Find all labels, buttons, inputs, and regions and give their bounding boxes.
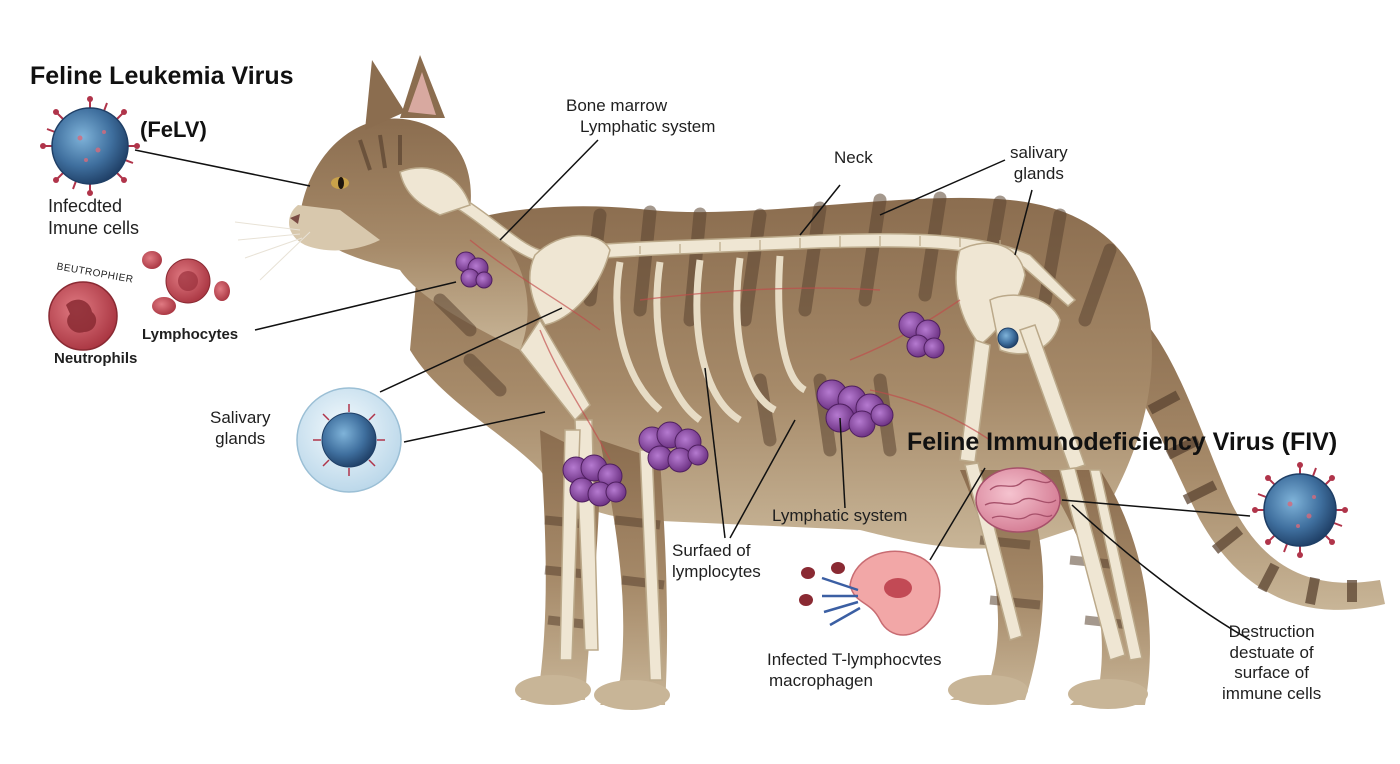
salivary-glands-left-label: Salivary glands — [210, 408, 271, 448]
blood-vessels — [469, 239, 991, 461]
neutrophils-label: Neutrophils — [54, 350, 138, 367]
brain-icon — [975, 467, 1061, 533]
felv-title: Feline Leukemia Virus — [30, 62, 294, 90]
fiv-virus-icon — [1252, 462, 1348, 558]
cat-body — [234, 55, 1385, 710]
infected-immune-cells-label: Infecdted Imune cells — [48, 196, 140, 238]
lymphocyte-cell-icon — [142, 251, 230, 315]
neutrophil-cell-icon — [48, 281, 118, 351]
lymphatic-system-label: Lymphatic system — [772, 506, 908, 525]
hip-virus-icon — [997, 327, 1019, 349]
neck-label: Neck — [834, 148, 873, 167]
macrophage-icon — [799, 550, 941, 636]
bone-marrow-label: Bone marrow Lymphatic system — [566, 96, 716, 136]
felv-virus-icon — [40, 96, 140, 196]
lymphocytes-label: Lymphocytes — [142, 326, 239, 343]
surfaed-lymphocytes-label: Surfaed of lymplocytes — [672, 541, 761, 581]
lymph-nodes — [455, 251, 945, 507]
infected-t-lymphocytes-label: Infected T-lymphocvtes macrophagen — [767, 650, 942, 690]
fiv-title: Feline Immunodeficiency Virus (FIV) — [907, 428, 1338, 456]
felv-abbreviation: (FeLV) — [140, 117, 207, 142]
leader-lines — [134, 139, 1251, 641]
salivary-glands-right-label: salivary glands — [1010, 143, 1068, 183]
salivary-virus-icon — [296, 387, 402, 493]
destruction-label: Destruction destuate of surface of immun… — [1222, 622, 1322, 704]
